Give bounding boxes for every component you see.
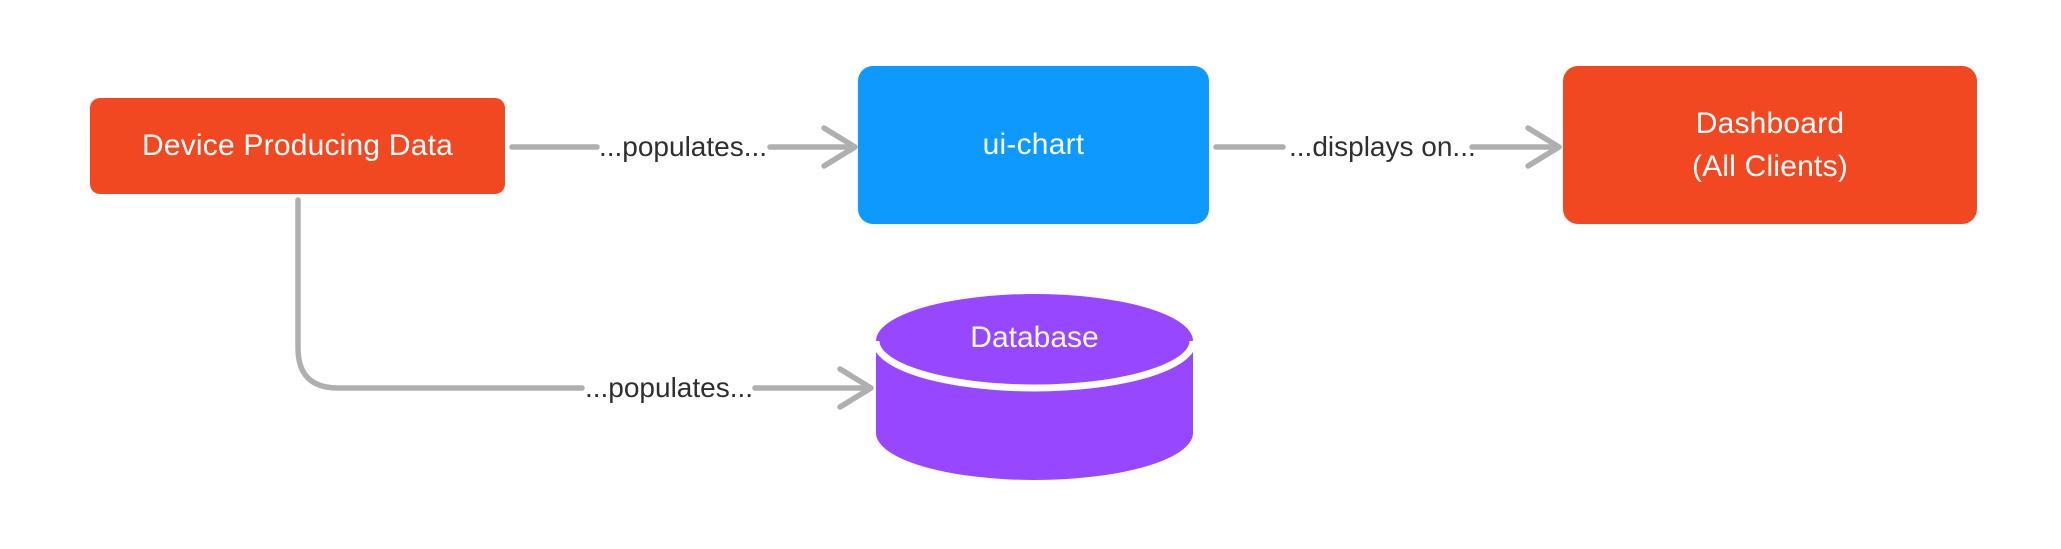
edge-uichart-to-dashboard	[1213, 125, 1562, 169]
node-device-label: Device Producing Data	[141, 129, 454, 162]
arrowhead-icon	[837, 366, 874, 410]
node-device-producing-data: Device Producing Data	[90, 98, 505, 194]
arrowhead-icon	[1525, 125, 1562, 169]
edge-label-populates-bottom: ...populates...	[584, 372, 754, 403]
edge-device-to-database	[295, 197, 874, 410]
node-dashboard-label-line1: Dashboard	[1695, 107, 1845, 140]
cylinder-top-split-line	[876, 340, 1193, 392]
arrowhead-icon	[821, 125, 858, 169]
edge-label-displays-on: ...displays on...	[1289, 131, 1476, 162]
node-database-cylinder	[876, 294, 1193, 480]
edge-elbow-segment	[295, 197, 585, 391]
edge-device-to-uichart	[509, 125, 858, 169]
node-dashboard: Dashboard (All Clients)	[1563, 66, 1977, 224]
node-dashboard-label-line2: (All Clients)	[1692, 150, 1848, 183]
node-ui-chart: ui-chart	[858, 66, 1209, 224]
node-ui-chart-label: ui-chart	[982, 128, 1085, 161]
node-database-label: Database	[970, 321, 1099, 354]
edge-label-populates-top: ...populates...	[598, 131, 768, 162]
